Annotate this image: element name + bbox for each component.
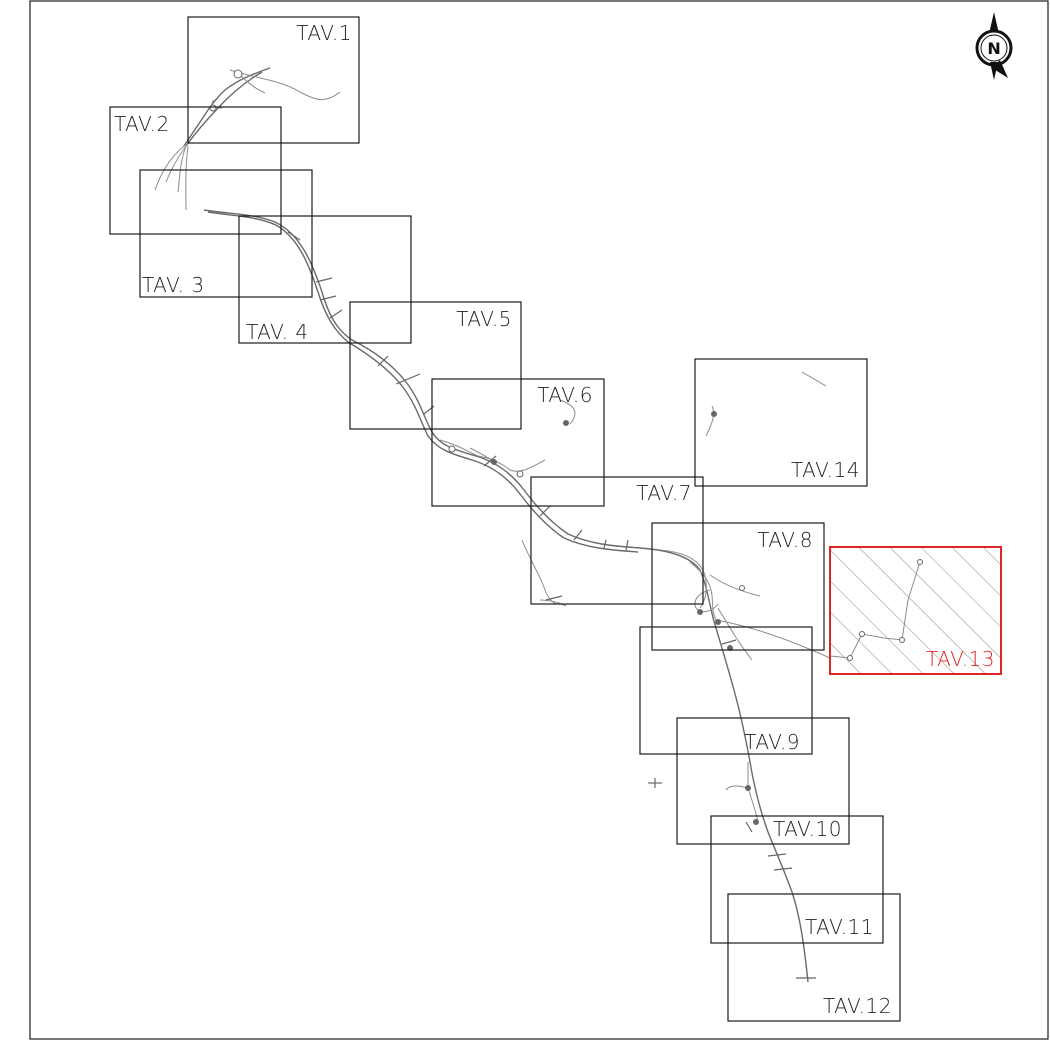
sheet-tav-10[interactable]: TAV.10 bbox=[710, 815, 884, 944]
sheet-tav-11[interactable]: TAV.11 bbox=[727, 893, 901, 1022]
sheet-tav-12[interactable]: TAV.12 bbox=[823, 994, 892, 1018]
sheet-label: TAV. 4 bbox=[246, 320, 309, 344]
sheet-label: TAV.14 bbox=[791, 458, 860, 482]
sheet-tav-14[interactable]: TAV.14 bbox=[694, 358, 868, 487]
sheet-tav-7[interactable]: TAV.7 bbox=[530, 476, 704, 605]
sheet-tav-13[interactable]: TAV.13 bbox=[829, 546, 1002, 675]
sheet-tav-4[interactable]: TAV. 4 bbox=[238, 215, 412, 344]
sheet-label-highlighted: TAV.13 bbox=[926, 647, 995, 671]
sheet-tav-3[interactable]: TAV. 3 bbox=[139, 169, 313, 298]
sheet-label: TAV.12 bbox=[823, 994, 892, 1018]
sheet-label: TAV.8 bbox=[757, 528, 813, 552]
map-border bbox=[29, 0, 1049, 1040]
north-letter: N bbox=[987, 39, 1000, 58]
route-network bbox=[154, 67, 923, 983]
sheet-tav-9[interactable]: TAV.9 bbox=[639, 626, 850, 845]
sheet-tav-2[interactable]: TAV.2 bbox=[109, 106, 282, 235]
sheet-label: TAV.2 bbox=[114, 112, 170, 136]
sheet-label: TAV.11 bbox=[805, 915, 874, 939]
north-arrow-icon: N bbox=[975, 12, 1013, 80]
sheet-label: TAV.5 bbox=[456, 307, 512, 331]
sheet-label: TAV.6 bbox=[537, 383, 593, 407]
sheet-tav-6[interactable]: TAV.6 bbox=[431, 378, 605, 507]
sheet-frames: TAV.1 TAV.2 TAV. 3 TAV. 4 TAV.5 TAV.6 TA… bbox=[109, 16, 1002, 1022]
sheet-label: TAV.1 bbox=[296, 21, 352, 45]
sheet-tav-5[interactable]: TAV.5 bbox=[349, 301, 522, 430]
sheet-tav-1[interactable]: TAV.1 bbox=[187, 16, 360, 144]
sheet-label: TAV.10 bbox=[773, 817, 842, 841]
sheet-tav-8[interactable]: TAV.8 bbox=[651, 522, 825, 651]
sheet-label: TAV.7 bbox=[636, 481, 692, 505]
sheet-label: TAV. 3 bbox=[142, 273, 205, 297]
sheet-label: TAV.9 bbox=[744, 730, 800, 754]
